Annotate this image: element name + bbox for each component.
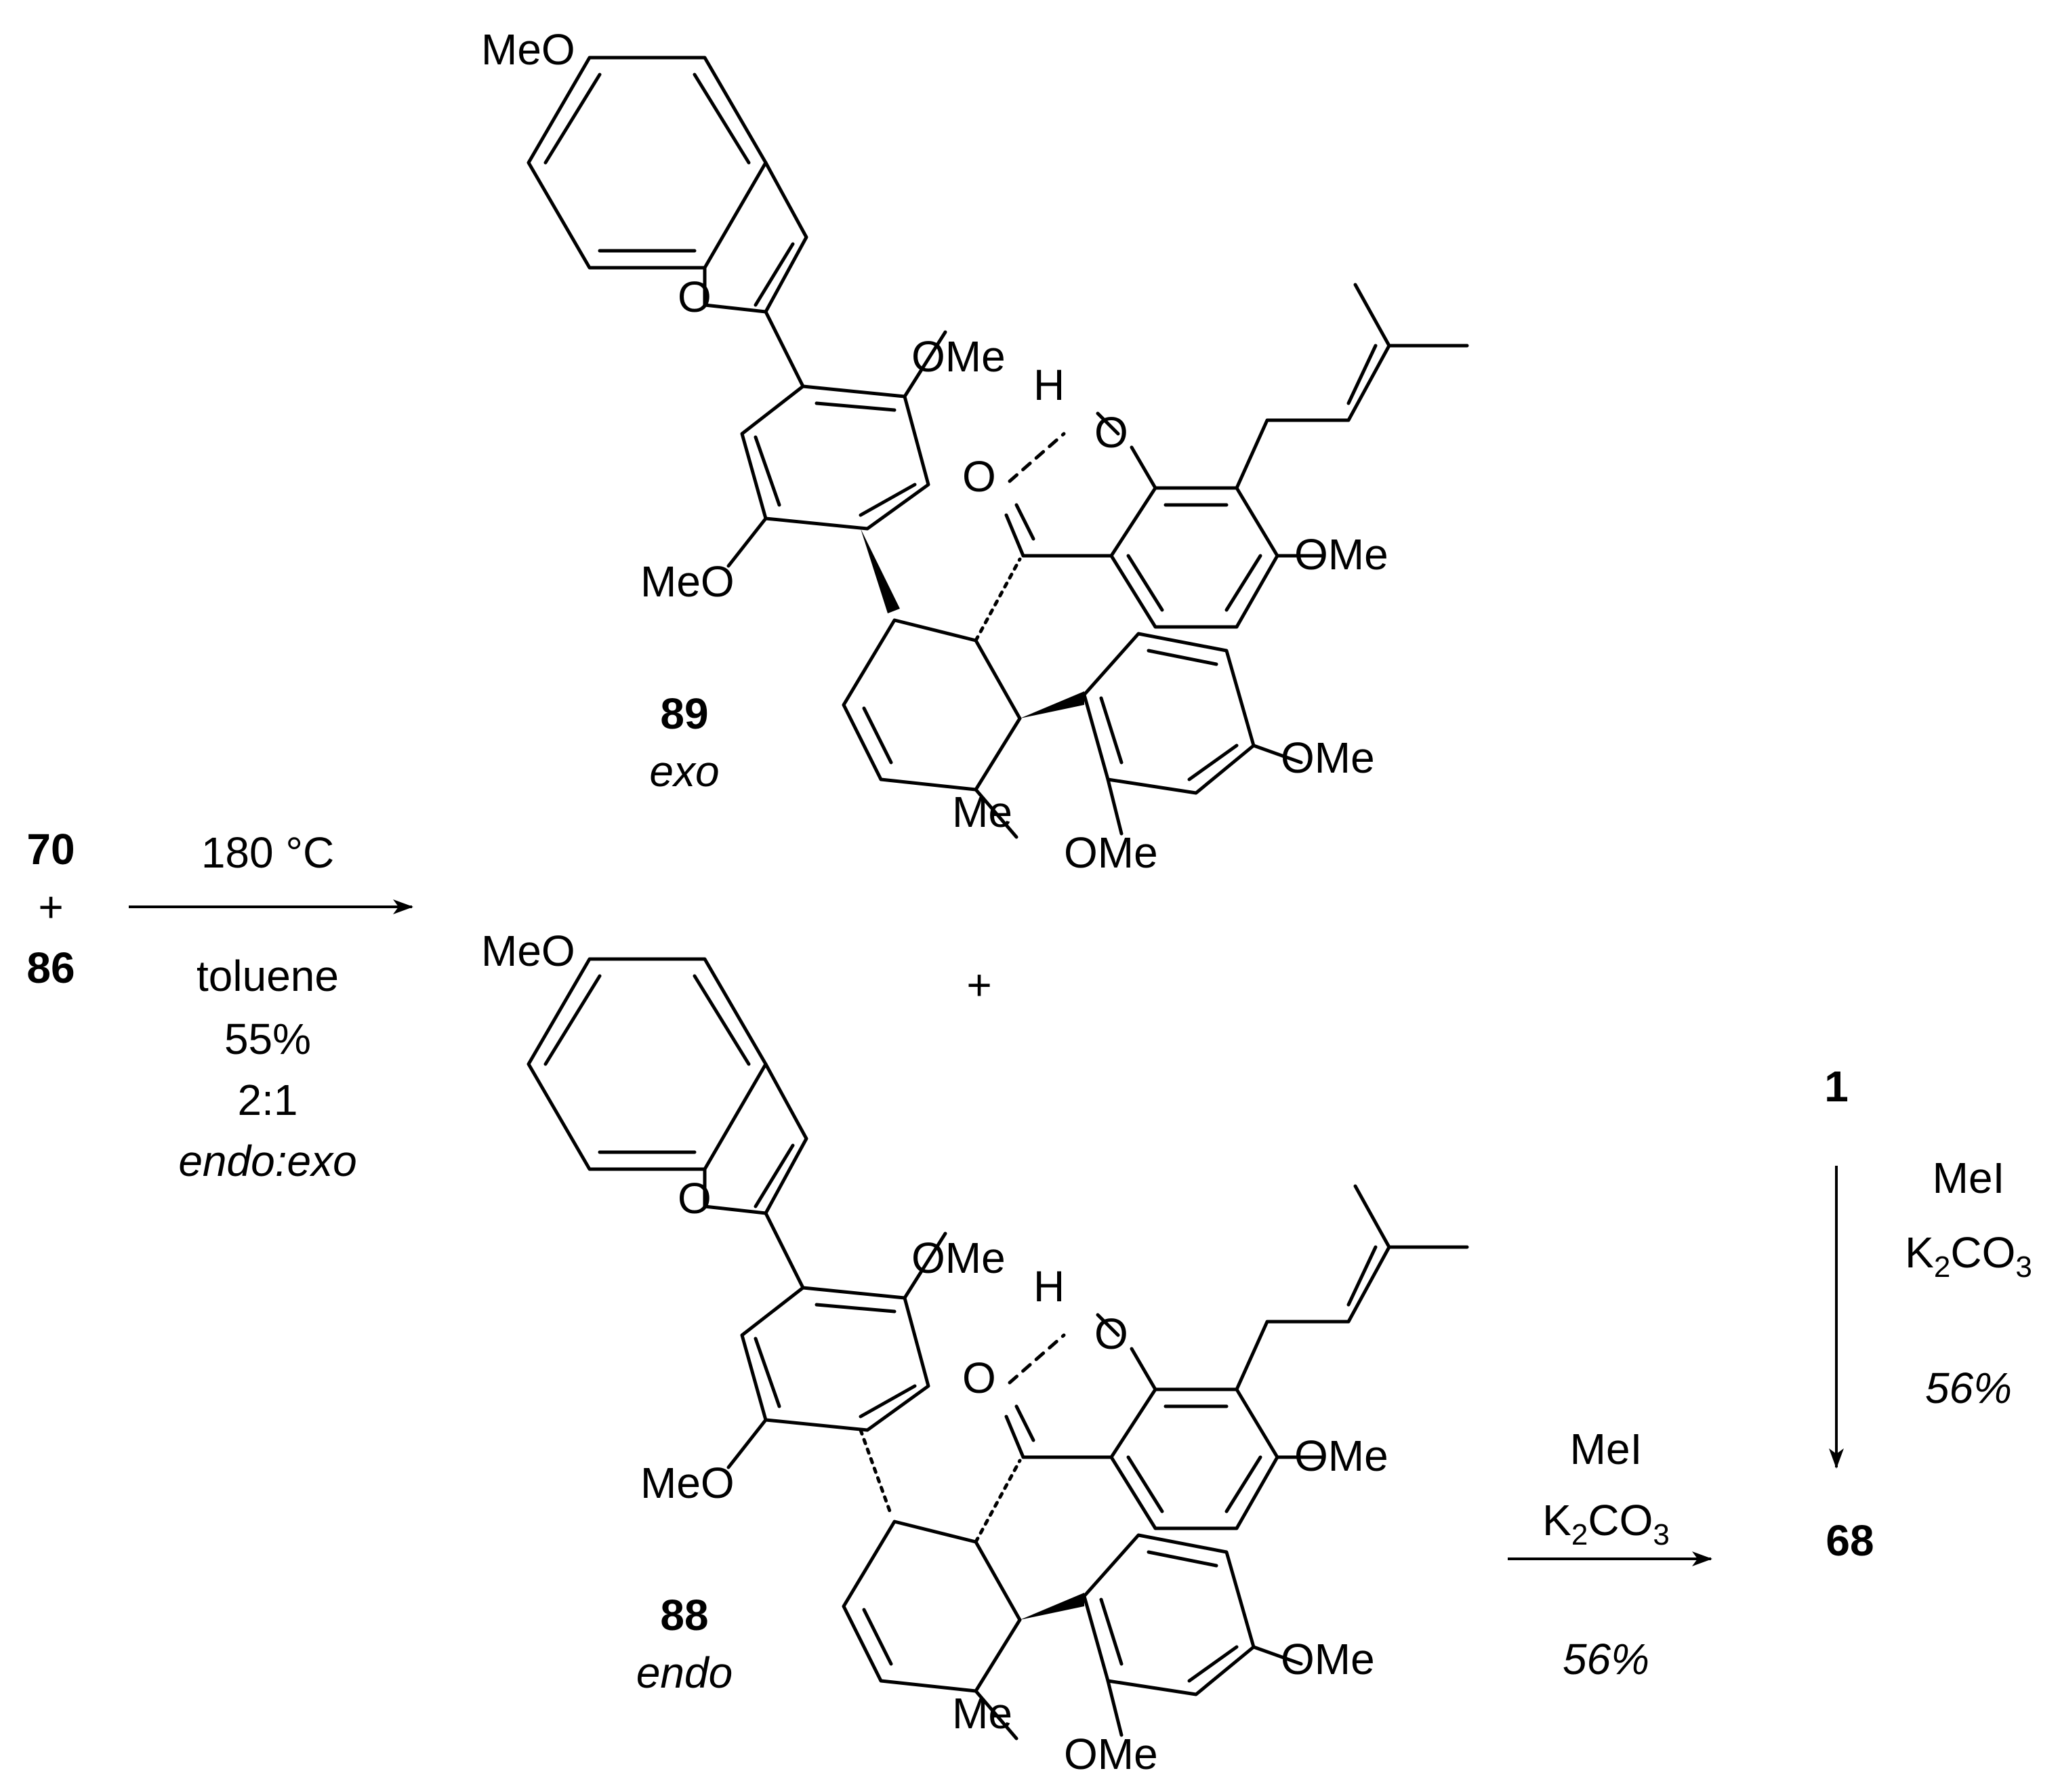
methoxy-label: OMe (1294, 1431, 1388, 1480)
step3-reagent-k2co3: K2CO3 (1905, 1228, 2032, 1284)
step2-yield: 56% (1563, 1635, 1649, 1684)
carbonyl-oxygen-label: O (962, 452, 996, 501)
structure-89: MeO O OMe MeO H O O OMe OMe OMe Me 89 ex… (481, 25, 1467, 877)
endo-label: endo (636, 1648, 733, 1697)
exo-label: exo (649, 747, 719, 796)
step3-yield: 56% (1925, 1364, 2012, 1412)
methoxy-label: OMe (1281, 1635, 1375, 1684)
products-plus: + (966, 960, 991, 1009)
step1-solvent: toluene (197, 952, 339, 1000)
hash-bond (974, 1459, 1022, 1544)
step1-ratio-label: endo:exo (178, 1137, 356, 1185)
hash-bond (859, 1428, 893, 1517)
step2-arrow-group: MeI K2CO3 56% (1508, 1425, 1712, 1684)
wedge-bond (1020, 1593, 1084, 1620)
methoxy-label: OMe (911, 332, 1006, 381)
step3-reagent-mei: MeI (1933, 1154, 2005, 1202)
ring-oxygen-label: O (678, 1174, 712, 1223)
compound-number-89: 89 (660, 689, 708, 738)
step1-temperature: 180 °C (201, 828, 334, 877)
hydrogen-label: H (1033, 361, 1065, 409)
methoxy-label: MeO (481, 926, 575, 975)
hydrogen-label: H (1033, 1262, 1065, 1311)
compound-number-68: 68 (1826, 1516, 1874, 1565)
step1-yield: 55% (224, 1015, 311, 1063)
methoxy-label: MeO (640, 557, 735, 606)
step1-arrow-group: 180 °C toluene 55% 2:1 endo:exo (129, 828, 413, 1185)
methoxy-label: OMe (1294, 530, 1388, 579)
hydroxyl-oxygen-label: O (1094, 408, 1128, 457)
reactant-plus: + (38, 882, 63, 931)
wedge-bond (861, 529, 900, 613)
methoxy-label: MeO (481, 25, 575, 74)
methyl-label: Me (952, 788, 1012, 836)
structure-88: MeO O OMe MeO H O O OMe OMe OMe Me 88 en… (481, 926, 1467, 1778)
compound-number-1: 1 (1824, 1062, 1849, 1111)
methoxy-label: OMe (1281, 733, 1375, 782)
step2-reagent-k2co3: K2CO3 (1542, 1496, 1670, 1551)
reactants: 70 + 86 (26, 825, 75, 992)
methoxy-label: OMe (1064, 1730, 1158, 1778)
step3-conditions: MeI K2CO3 56% (1905, 1154, 2032, 1412)
reactant-86: 86 (26, 943, 75, 992)
methoxy-label: OMe (1064, 828, 1158, 877)
wedge-bond (1020, 691, 1084, 718)
methoxy-label: MeO (640, 1459, 735, 1507)
step1-ratio: 2:1 (238, 1076, 298, 1124)
reactant-70: 70 (26, 825, 75, 874)
hydroxyl-oxygen-label: O (1094, 1309, 1128, 1358)
hash-bond (974, 557, 1022, 643)
step2-reagent-mei: MeI (1570, 1425, 1643, 1473)
ring-oxygen-label: O (678, 272, 712, 321)
carbonyl-oxygen-label: O (962, 1353, 996, 1402)
methyl-label: Me (952, 1689, 1012, 1738)
compound-number-88: 88 (660, 1591, 708, 1640)
methoxy-label: OMe (911, 1234, 1006, 1282)
